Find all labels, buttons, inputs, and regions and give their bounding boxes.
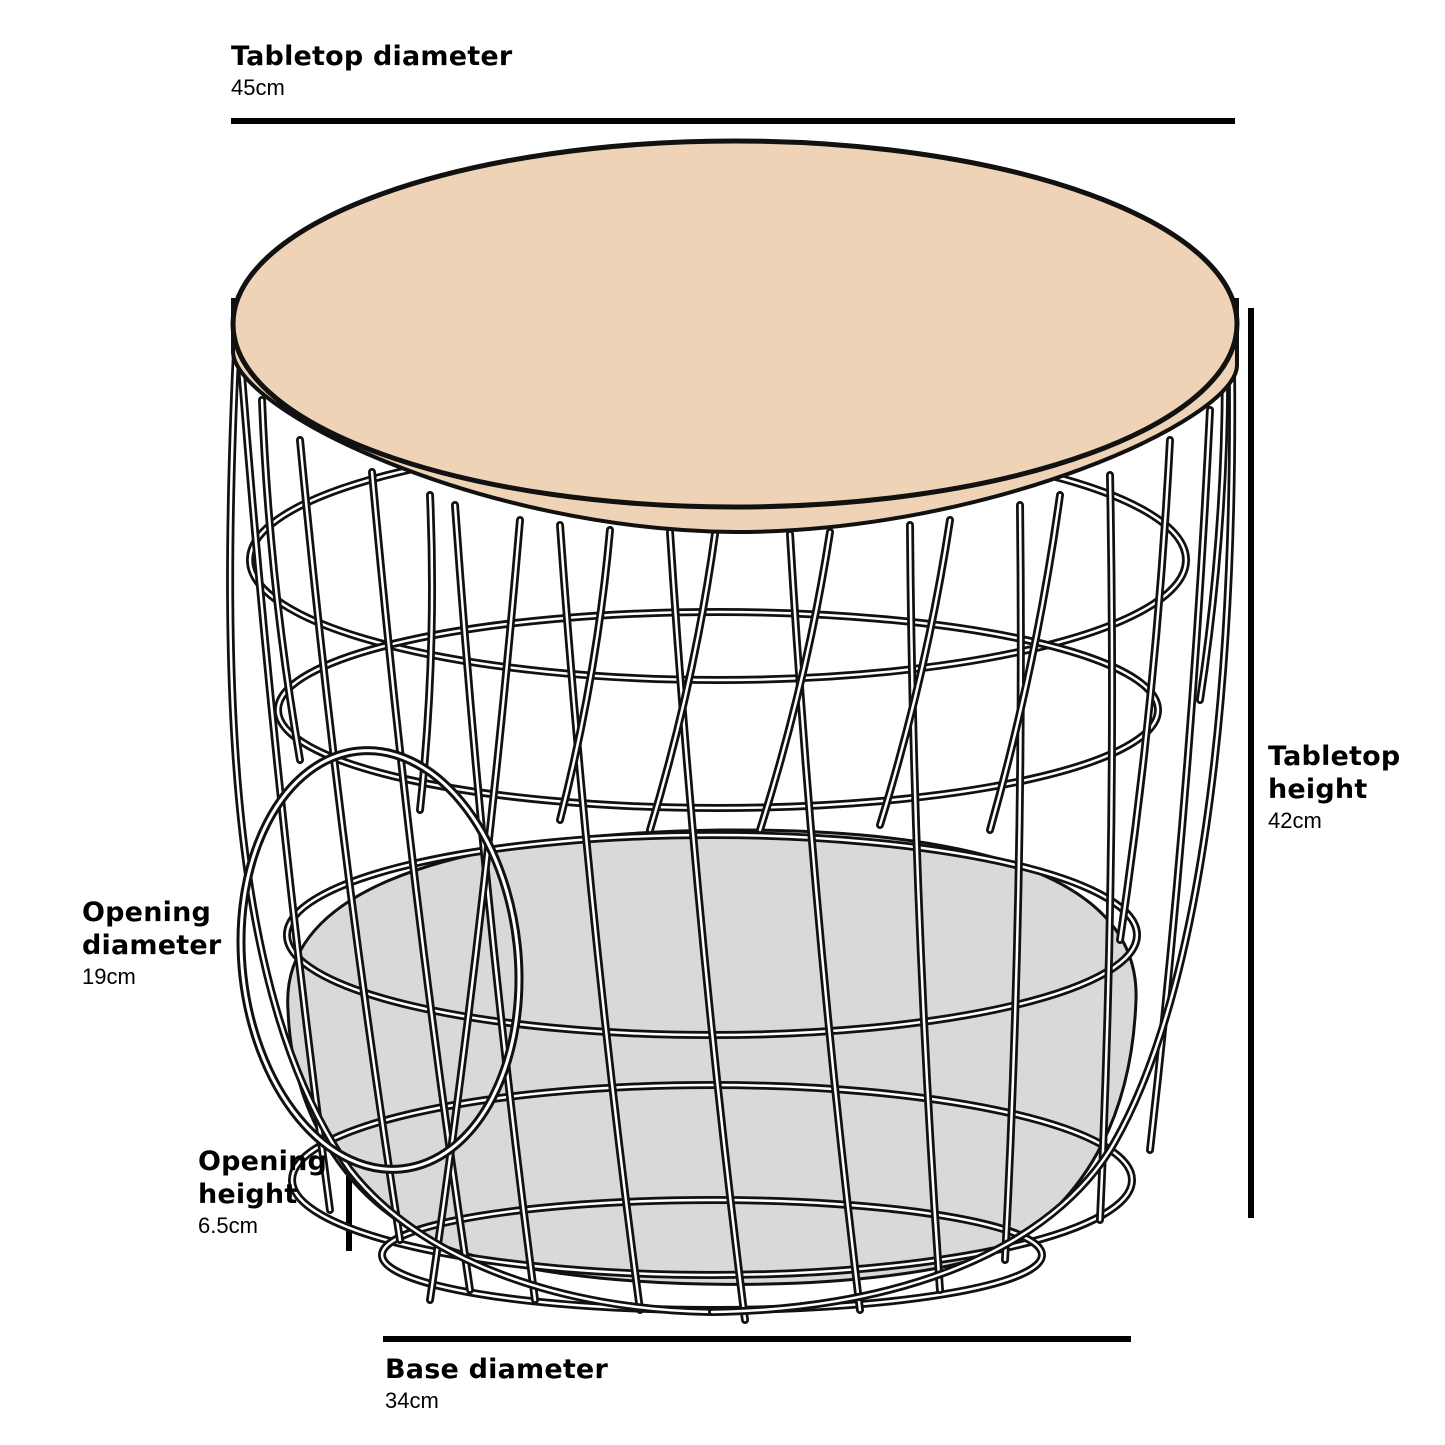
basket-bar-highlight [1098, 473, 1114, 1222]
basket-bar-highlight [453, 503, 537, 1302]
tabletop-height-title-line1: Tabletop [1268, 741, 1401, 772]
opening-ring [236, 746, 524, 1174]
basket-ring-highlight [290, 1083, 1134, 1277]
opening-diameter-title-line2: diameter [82, 930, 222, 961]
basket-bar-highlight [1148, 408, 1212, 1152]
basket-bar [236, 346, 334, 1214]
basket-bar-highlight [260, 398, 302, 762]
basket-bar-highlight [878, 518, 952, 827]
basket-ring-highlight [380, 1198, 1044, 1312]
tabletop-height-label: Tabletop height 42cm [1268, 740, 1438, 836]
base-diameter-label: Base diameter 34cm [385, 1353, 608, 1416]
basket-bar-highlight [428, 518, 522, 1302]
basket-bar-highlight [238, 348, 332, 1212]
tabletop-diameter-title: Tabletop diameter [231, 41, 513, 72]
tabletop [230, 138, 1240, 535]
basket-bar-highlight [558, 523, 642, 1312]
tabletop-diameter-label: Tabletop diameter 45cm [231, 40, 512, 103]
basket-bar-highlight [1003, 503, 1023, 1262]
opening-diameter-title-line1: Opening [82, 897, 212, 928]
basket-ring [274, 608, 1163, 812]
basket-bar-highlight [1118, 438, 1172, 942]
tabletop-height-value: 42cm [1268, 808, 1322, 833]
base-diameter-title: Base diameter [385, 1354, 608, 1385]
basket-bar-highlight [908, 523, 942, 1292]
opening-height-label: Opening height 6.5cm [198, 1145, 348, 1241]
tabletop-height-title-line2: height [1268, 774, 1368, 805]
basket-bar-highlight [788, 532, 862, 1312]
opening-diameter-value: 19cm [82, 964, 136, 989]
basket-side-right-highlight [710, 370, 1234, 1314]
opening-height-title-line1: Opening [198, 1146, 328, 1177]
basket-side-left-highlight [228, 350, 714, 1314]
opening-height-value: 6.5cm [198, 1213, 258, 1238]
basket-bar-highlight [648, 532, 717, 832]
basket-bar-highlight [758, 530, 832, 832]
opening-height-title-line2: height [198, 1179, 298, 1210]
basket-bar-highlight [1198, 378, 1227, 702]
tabletop-diameter-value: 45cm [231, 75, 285, 100]
basket-bar-highlight [668, 530, 747, 1322]
opening-diameter-label: Opening diameter 19cm [82, 896, 242, 992]
basket-bar-highlight [558, 528, 612, 822]
base-diameter-value: 34cm [385, 1388, 439, 1413]
basket-bar-highlight [370, 470, 472, 1292]
basket-bar-highlight [988, 493, 1062, 832]
basket-bar-highlight [298, 438, 402, 1242]
